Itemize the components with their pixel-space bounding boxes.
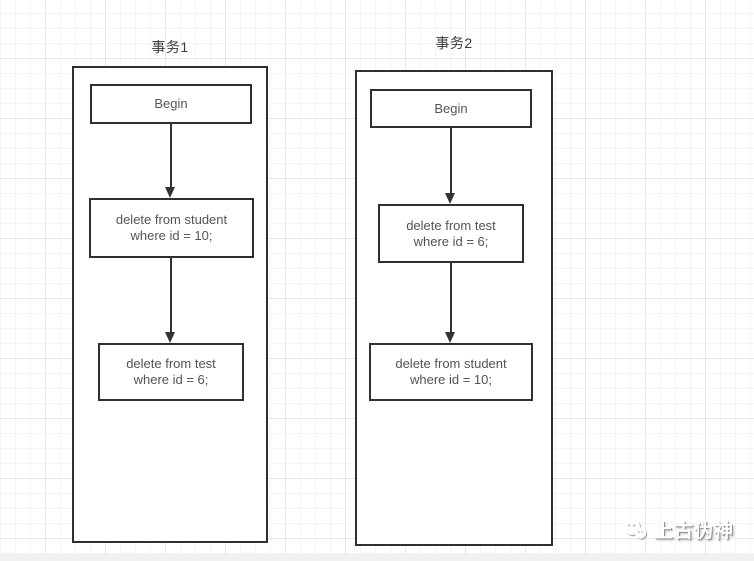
wechat-chat-faces-icon bbox=[622, 517, 649, 542]
node-begin-transaction-2: Begin bbox=[370, 89, 532, 128]
canvas-bottom-edge bbox=[0, 554, 754, 561]
arrow-shaft bbox=[169, 258, 172, 333]
arrow-shaft bbox=[449, 128, 452, 194]
transaction-1-title: 事务1 bbox=[151, 39, 189, 55]
arrowhead-down-icon bbox=[445, 193, 455, 204]
arrow-begin-to-step1-transaction-1 bbox=[165, 124, 176, 198]
arrow-step1-to-step2-transaction-1 bbox=[165, 258, 176, 343]
node-delete-from-student-transaction-2: delete from student where id = 10; bbox=[369, 343, 533, 401]
arrow-step1-to-step2-transaction-2 bbox=[445, 263, 456, 343]
arrow-begin-to-step1-transaction-2 bbox=[445, 128, 456, 204]
arrow-shaft bbox=[449, 263, 452, 333]
transaction-2-container bbox=[355, 70, 553, 546]
watermark-text: 上古伪神 bbox=[654, 521, 735, 542]
node-delete-from-test-transaction-1: delete from test where id = 6; bbox=[98, 343, 244, 401]
node-delete-from-test-transaction-2: delete from test where id = 6; bbox=[378, 204, 524, 263]
transaction-2-title: 事务2 bbox=[435, 35, 473, 51]
arrowhead-down-icon bbox=[165, 187, 175, 198]
arrow-shaft bbox=[169, 124, 172, 188]
node-delete-from-student-transaction-1: delete from student where id = 10; bbox=[89, 198, 254, 258]
arrowhead-down-icon bbox=[445, 332, 455, 343]
node-begin-transaction-1: Begin bbox=[90, 84, 252, 124]
arrowhead-down-icon bbox=[165, 332, 175, 343]
watermark: 上古伪神 bbox=[622, 516, 734, 543]
